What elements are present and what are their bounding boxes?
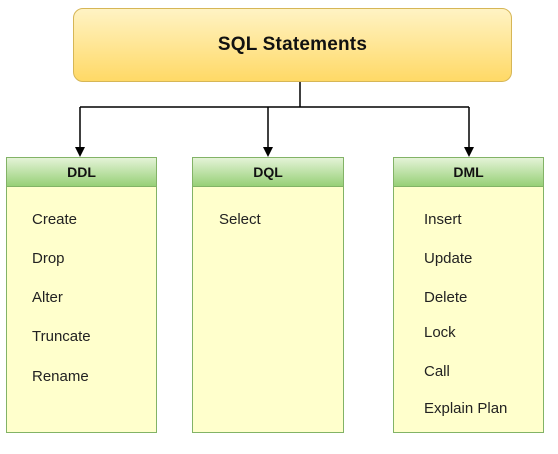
dml-header: DML bbox=[394, 158, 543, 187]
dml-item-call: Call bbox=[424, 363, 450, 380]
ddl-box: DDL Create Drop Alter Truncate Rename bbox=[6, 157, 157, 433]
ddl-item-rename: Rename bbox=[32, 368, 89, 385]
ddl-item-create: Create bbox=[32, 211, 78, 228]
ddl-header: DDL bbox=[7, 158, 156, 187]
dml-item-explain-plan: Explain Plan bbox=[424, 400, 508, 417]
sql-statements-node: SQL Statements bbox=[73, 8, 512, 82]
ddl-item-truncate: Truncate bbox=[32, 328, 91, 345]
arrowhead-ddl bbox=[75, 147, 85, 157]
dql-box: DQL Select bbox=[192, 157, 344, 433]
dql-item-select: Select bbox=[219, 211, 261, 228]
arrowhead-dml bbox=[464, 147, 474, 157]
dml-item-insert: Insert bbox=[424, 211, 462, 228]
dql-header: DQL bbox=[193, 158, 343, 187]
dml-box: DML Insert Update Delete Lock Call Expla… bbox=[393, 157, 544, 433]
ddl-item-alter: Alter bbox=[32, 289, 63, 306]
ddl-item-drop: Drop bbox=[32, 250, 65, 267]
root-title: SQL Statements bbox=[217, 34, 368, 55]
arrowhead-dql bbox=[263, 147, 273, 157]
dml-item-lock: Lock bbox=[424, 324, 456, 341]
dml-item-update: Update bbox=[424, 250, 473, 267]
dml-item-delete: Delete bbox=[424, 289, 468, 306]
